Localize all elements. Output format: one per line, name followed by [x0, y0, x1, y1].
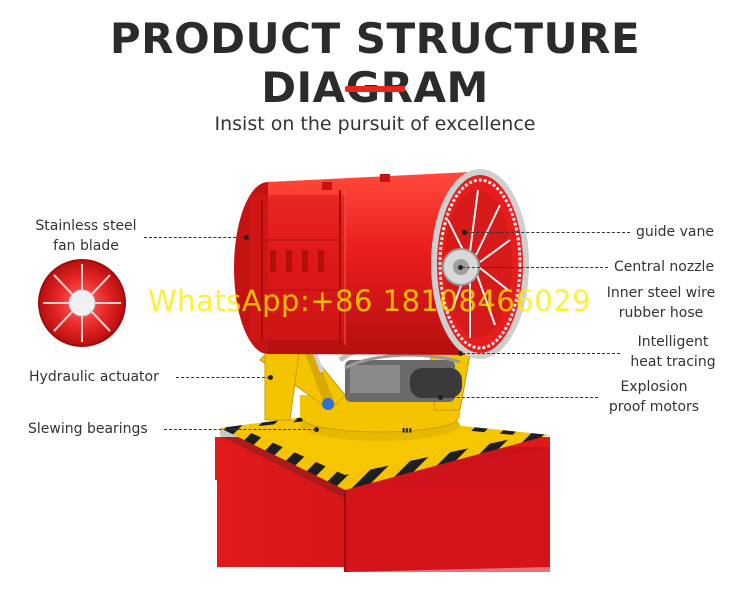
leader-slewing-bearings [164, 429, 316, 430]
pointer-fan-blade [244, 235, 249, 240]
label-central-nozzle: Central nozzle [614, 259, 715, 275]
leader-explosion-proof-motors [442, 397, 598, 398]
label-inner-steel-wire-rubber-hose: Inner steel wire rubber hose [602, 283, 720, 323]
label-line: Inner steel wire [606, 285, 716, 301]
pointer-slewing-bearings [314, 427, 319, 432]
label-line: Intelligent [637, 334, 709, 350]
pointer-hydraulic-actuator [268, 375, 273, 380]
svg-text:▮▮▮: ▮▮▮ [402, 427, 412, 434]
label-intelligent-heat-tracing: Intelligent heat tracing [626, 332, 720, 372]
fan-drum [234, 172, 482, 355]
fan-blade-illustration [38, 259, 126, 347]
label-line: Explosion [620, 379, 688, 395]
label-line: proof motors [608, 399, 700, 415]
leader-hydraulic-actuator [176, 377, 270, 378]
label-line: rubber hose [618, 305, 704, 321]
label-explosion-proof-motors: Explosion proof motors [602, 377, 706, 417]
motors [338, 341, 462, 402]
label-guide-vane: guide vane [636, 224, 714, 240]
pointer-central-nozzle [458, 265, 463, 270]
leader-central-nozzle [462, 267, 608, 268]
label-line: Stainless steel [35, 218, 137, 234]
title-underline [345, 86, 405, 92]
label-hydraulic-actuator: Hydraulic actuator [29, 369, 159, 385]
whatsapp-watermark: WhatsApp:+86 18108466029 [148, 284, 592, 318]
leader-guide-vane [466, 232, 630, 233]
label-line: heat tracing [630, 354, 716, 370]
pointer-explosion-proof-motors [438, 395, 443, 400]
label-line: fan blade [53, 238, 119, 254]
pointer-heat-tracing [458, 351, 463, 356]
base-cabinet [215, 437, 550, 572]
label-slewing-bearings: Slewing bearings [28, 421, 148, 437]
leader-fan-blade [144, 237, 246, 238]
leader-heat-tracing [462, 353, 620, 354]
page-subtitle: Insist on the pursuit of excellence [214, 113, 536, 135]
front-ring [431, 169, 529, 359]
pointer-guide-vane [462, 230, 467, 235]
label-stainless-steel-fan-blade: Stainless steel fan blade [30, 216, 142, 256]
